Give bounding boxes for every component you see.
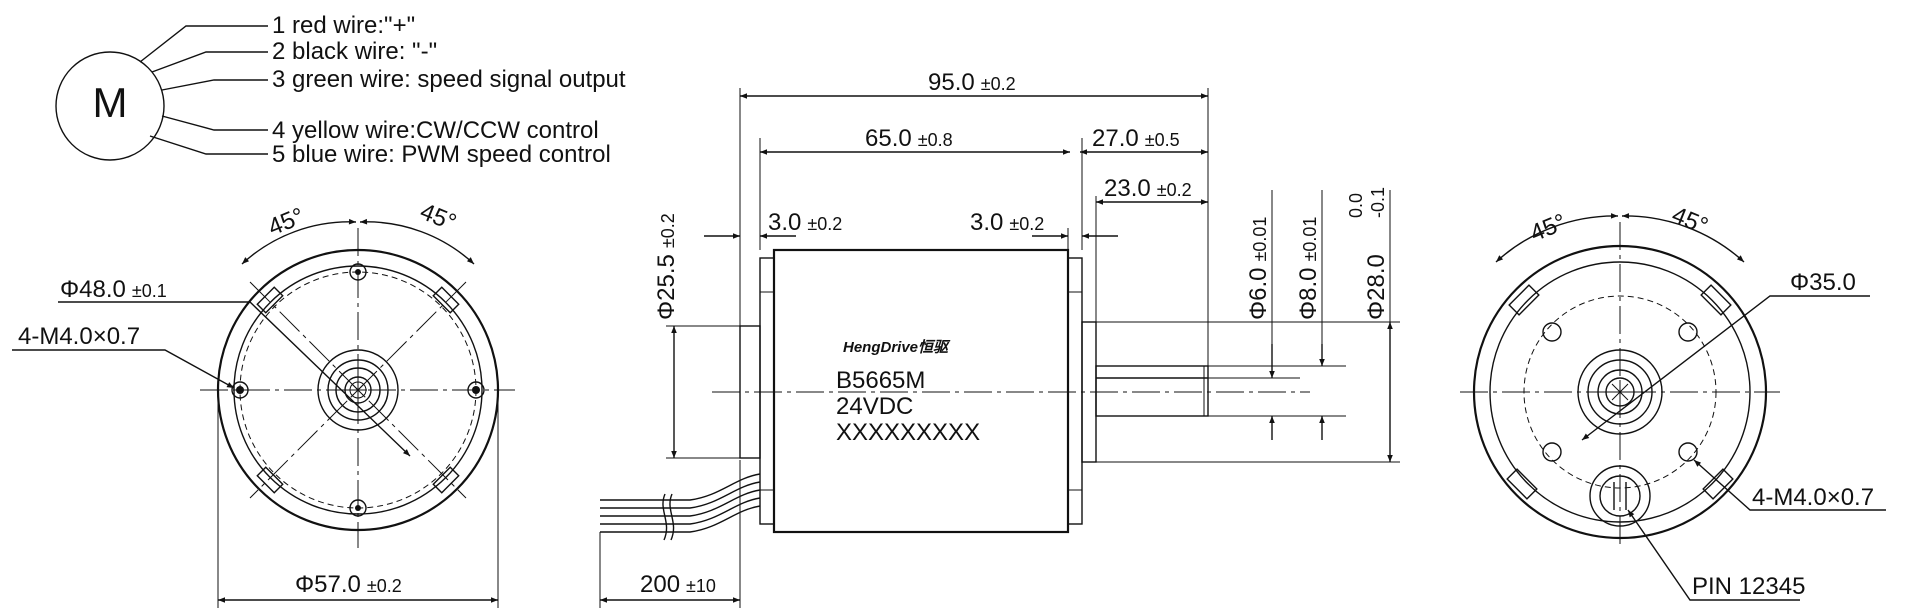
flange-slot-tl xyxy=(256,286,284,314)
shaft-flat-dia-dim: Φ6.0±0.01 xyxy=(1245,217,1272,320)
body-left-endcap xyxy=(759,257,775,525)
body-length-dim: 65.0±0.8 xyxy=(865,125,953,152)
rear-angle-left: 45° xyxy=(1526,209,1570,248)
rear-mount-hole-bl xyxy=(1542,442,1562,462)
shaft-dia-dim: Φ8.0±0.01 xyxy=(1295,217,1322,320)
rear-inner-rim xyxy=(1489,261,1751,523)
wire-leader-2 xyxy=(151,51,268,73)
overall-length-dim: 95.0±0.2 xyxy=(928,69,1016,96)
right-cap-dim: 3.0±0.2 xyxy=(970,209,1044,236)
rear-mount-hole-tr xyxy=(1678,322,1698,342)
pilot-tol-upper: 0.0 xyxy=(1346,193,1366,218)
rear-view: 45° 45° Φ35.0 4-M4.0×0.7 PIN 12345 xyxy=(1460,202,1886,601)
motor-symbol xyxy=(55,51,165,161)
flange-slot-tr xyxy=(432,286,460,314)
left-cap-dim: 3.0±0.2 xyxy=(768,209,842,236)
lead-length-dim: 200±10 xyxy=(640,571,716,598)
wire-label-4: 4 yellow wire:CW/CCW control xyxy=(272,117,599,144)
wire-label-3: 3 green wire: speed signal output xyxy=(272,66,626,93)
pilot-tol-lower: -0.1 xyxy=(1368,187,1388,218)
front-thread-spec: 4-M4.0×0.7 xyxy=(18,323,140,350)
body-right-endcap xyxy=(1067,257,1083,525)
pin-label: PIN 12345 xyxy=(1692,573,1805,600)
rear-slot-tr xyxy=(1700,284,1732,316)
wiring-diagram: M 1 red wire:"+" 2 black wire: "-" 3 gre… xyxy=(55,12,626,168)
front-view: 45° 45° Φ48.0±0.1 4-M4.0×0.7 Φ57.0±0.2 xyxy=(12,198,515,608)
output-shaft xyxy=(1095,365,1209,417)
mount-hole-bottom xyxy=(349,499,367,517)
serial-label: XXXXXXXXX xyxy=(836,419,980,446)
side-view: HengDrive恒驱 B5665M 24VDC XXXXXXXXX 95.0±… xyxy=(599,69,1400,608)
front-bolt-circle-dia: Φ48.0±0.1 xyxy=(60,276,167,303)
lead-wires xyxy=(600,473,761,541)
rear-inner-dia: Φ35.0 xyxy=(1790,269,1856,296)
connector-outer xyxy=(1589,465,1651,527)
front-angle-right: 45° xyxy=(416,198,460,237)
rear-slot-tl xyxy=(1508,284,1540,316)
flange-slot-bl xyxy=(256,466,284,494)
model-label: B5665M xyxy=(836,367,925,394)
flange-inner-rim xyxy=(233,265,483,515)
flat-length-dim: 23.0±0.2 xyxy=(1104,175,1192,202)
rear-slot-br xyxy=(1702,468,1734,500)
motor-symbol-label: M xyxy=(93,79,128,126)
connector-inner xyxy=(1599,475,1641,517)
flange-slot-br xyxy=(432,466,460,494)
wire-leader-3 xyxy=(161,79,268,91)
pilot-dia-dim: Φ28.0 xyxy=(1363,254,1390,320)
wire-label-2: 2 black wire: "-" xyxy=(272,38,437,65)
mount-hole-left xyxy=(231,381,249,399)
rear-slot-bl xyxy=(1506,468,1538,500)
rear-outline xyxy=(1472,244,1768,540)
wire-leader-5 xyxy=(149,135,268,155)
brand-label: HengDrive恒驱 xyxy=(843,339,951,356)
mount-hole-right xyxy=(467,381,485,399)
wire-leader-4 xyxy=(161,115,268,131)
front-outer-dia: Φ57.0±0.2 xyxy=(295,571,402,598)
wire-leader-1 xyxy=(139,25,268,63)
wire-label-5: 5 blue wire: PWM speed control xyxy=(272,141,611,168)
wire-label-1: 1 red wire:"+" xyxy=(272,12,415,39)
rear-mount-hole-br xyxy=(1678,442,1698,462)
boss-dia-dim: Φ25.5±0.2 xyxy=(653,213,680,320)
mount-hole-top xyxy=(349,263,367,281)
voltage-label: 24VDC xyxy=(836,393,913,420)
shaft-length-dim: 27.0±0.5 xyxy=(1092,125,1180,152)
rear-mount-hole-tl xyxy=(1542,322,1562,342)
front-angle-left: 45° xyxy=(264,203,308,242)
rear-thread-spec: 4-M4.0×0.7 xyxy=(1752,484,1874,511)
